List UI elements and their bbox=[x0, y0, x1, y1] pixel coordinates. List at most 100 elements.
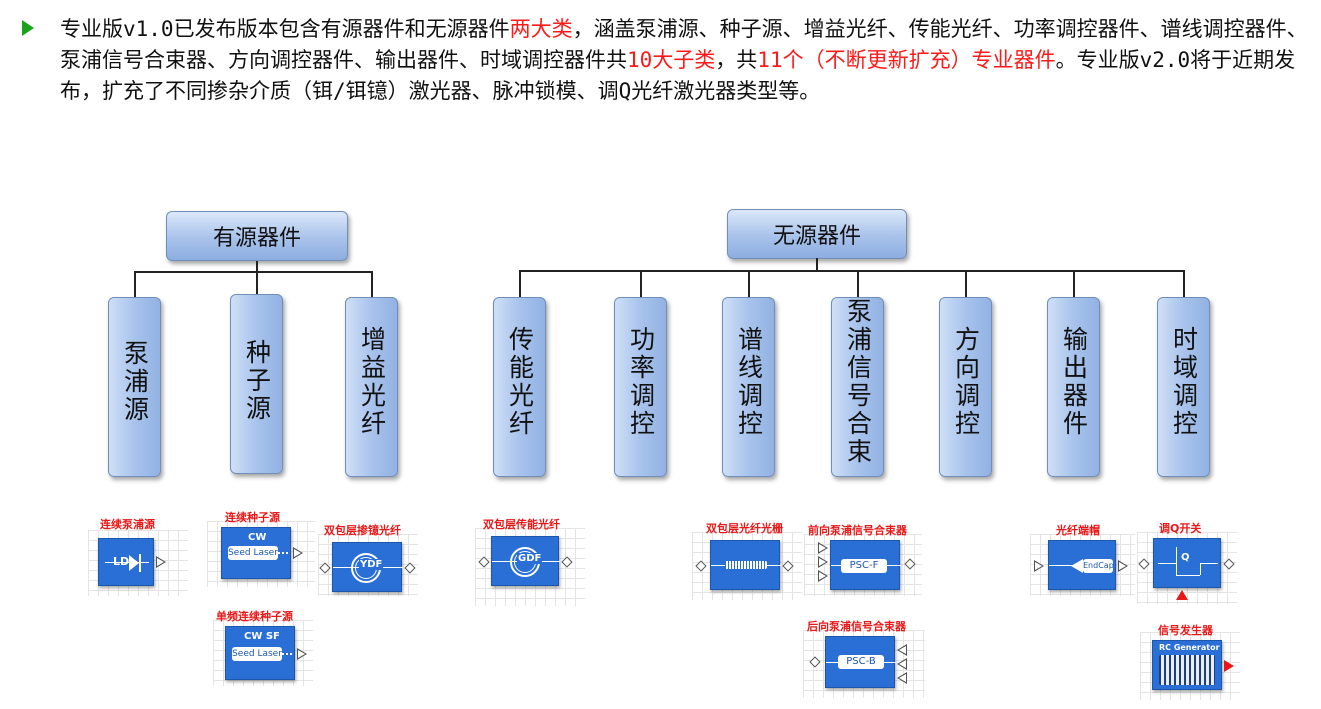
subcategory-pump-signal-combiner: 泵浦信号合束 bbox=[831, 297, 884, 477]
psc-f-component[interactable]: 前向泵浦信号合束器 PSC-F bbox=[804, 522, 922, 596]
cw-pump-component[interactable]: 连续泵浦源 LD bbox=[88, 516, 188, 596]
wire-line bbox=[105, 562, 149, 563]
subcategory-label: 泵浦源 bbox=[120, 340, 150, 424]
switch-bar bbox=[1200, 563, 1201, 575]
component-body: CW SF Seed Laser bbox=[225, 626, 295, 680]
switch-bar bbox=[1176, 547, 1177, 555]
intro-highlight: 两大类 bbox=[509, 17, 573, 41]
component-title: 信号发生器 bbox=[1158, 624, 1213, 637]
connector-line bbox=[519, 270, 521, 298]
component-body: EndCap bbox=[1048, 540, 1116, 590]
subcategory-label: 输出器件 bbox=[1059, 326, 1089, 438]
wire-line bbox=[1200, 563, 1218, 564]
psc-b-component[interactable]: 后向泵浦信号合束器 PSC-B bbox=[803, 618, 925, 698]
input-port-icon bbox=[1034, 560, 1044, 572]
component-title: 连续泵浦源 bbox=[100, 518, 155, 531]
component-pill: PSC-B bbox=[838, 655, 884, 669]
subcategory-label: 时域调控 bbox=[1169, 326, 1199, 438]
connector-line bbox=[965, 270, 967, 298]
component-text: Q bbox=[1181, 552, 1190, 563]
cw-seed-component[interactable]: 连续种子源 CW Seed Laser bbox=[207, 509, 315, 587]
subcategory-seed-source: 种子源 bbox=[230, 294, 283, 474]
output-port-icon bbox=[1224, 660, 1234, 672]
q-switch-component[interactable]: 调Q开关 Q bbox=[1137, 520, 1237, 604]
connector-line bbox=[256, 271, 258, 296]
subcategory-pump-source: 泵浦源 bbox=[108, 297, 161, 477]
trigger-port-icon bbox=[1176, 590, 1188, 600]
input-port-icon bbox=[818, 570, 828, 582]
grating-icon bbox=[725, 561, 767, 569]
subcategory-label: 种子源 bbox=[242, 339, 272, 423]
connector-line bbox=[134, 271, 372, 273]
ydf-component[interactable]: 双包层掺镱光纤 YDF bbox=[318, 522, 418, 596]
connector-line bbox=[748, 270, 750, 298]
component-body bbox=[710, 540, 781, 590]
connector-line bbox=[256, 261, 258, 272]
connector-line bbox=[1073, 270, 1075, 298]
wire-line bbox=[1176, 575, 1200, 576]
intro-text: 专业版v1.0已发布版本包含有源器件和无源器件 bbox=[60, 17, 510, 41]
subcategory-spectral-control: 谱线调控 bbox=[722, 297, 775, 477]
component-body: RC Generator bbox=[1152, 640, 1222, 690]
component-text: RC Generator bbox=[1159, 643, 1220, 652]
subcategory-label: 方向调控 bbox=[951, 326, 981, 438]
subcategory-temporal-control: 时域调控 bbox=[1157, 297, 1210, 477]
component-pill: EndCap bbox=[1083, 559, 1114, 573]
intro-highlight: 11个（不断更新扩充）专业器件 bbox=[757, 48, 1056, 72]
wire-line bbox=[278, 552, 288, 554]
component-body: YDF bbox=[332, 542, 403, 592]
connector-line bbox=[1183, 270, 1185, 298]
component-body: LD bbox=[98, 538, 154, 586]
component-text: GDF bbox=[517, 553, 543, 564]
component-title: 后向泵浦信号合束器 bbox=[807, 620, 906, 633]
component-body: GDF bbox=[491, 536, 560, 586]
gdf-component[interactable]: 双包层传能光纤 GDF bbox=[475, 516, 585, 606]
intro-text: ，共 bbox=[715, 48, 758, 72]
waveform-icon bbox=[1159, 655, 1215, 685]
component-title: 光纤端帽 bbox=[1056, 524, 1100, 537]
subcategory-label: 功率调控 bbox=[626, 326, 656, 438]
output-port-icon bbox=[297, 648, 307, 660]
connector-line bbox=[134, 271, 136, 298]
switch-bar bbox=[1176, 555, 1177, 575]
endcap-taper-icon bbox=[1071, 559, 1083, 573]
intro-paragraph: 专业版v1.0已发布版本包含有源器件和无源器件两大类，涵盖泵浦源、种子源、增益光… bbox=[60, 14, 1310, 107]
output-port-icon bbox=[293, 547, 303, 559]
output-port-icon bbox=[156, 556, 166, 568]
intro-highlight: 10大子类 bbox=[627, 48, 716, 72]
component-text: CW SF bbox=[244, 631, 280, 642]
subcategory-label: 泵浦信号合束 bbox=[843, 298, 873, 466]
component-title: 前向泵浦信号合束器 bbox=[808, 524, 907, 537]
component-title: 连续种子源 bbox=[225, 511, 280, 524]
component-title: 双包层传能光纤 bbox=[483, 518, 560, 531]
wire-line bbox=[1049, 565, 1083, 566]
connector-line bbox=[371, 271, 373, 298]
subcategory-direction-control: 方向调控 bbox=[939, 297, 992, 477]
wire-line bbox=[282, 653, 292, 655]
rc-generator-component[interactable]: 信号发生器 RC Generator bbox=[1140, 620, 1240, 700]
intro-text: 。专业版v2.0将于近期发布，扩充了不同掺杂介质（铒/铒镱）激光器、脉冲锁模、调… bbox=[60, 48, 1296, 103]
category-label: 有源器件 bbox=[212, 226, 301, 251]
endcap-component[interactable]: 光纤端帽 EndCap bbox=[1030, 522, 1135, 596]
component-body: PSC-B bbox=[825, 636, 896, 688]
component-text: CW bbox=[248, 532, 267, 543]
connector-line bbox=[857, 270, 859, 298]
output-port-icon bbox=[1118, 560, 1128, 572]
connector-line bbox=[816, 258, 818, 271]
diode-bar bbox=[139, 554, 141, 572]
component-pill: Seed Laser bbox=[228, 546, 278, 560]
connector-line bbox=[640, 270, 642, 298]
subcategory-power-control: 功率调控 bbox=[614, 297, 667, 477]
fbg-component[interactable]: 双包层光纤光栅 bbox=[692, 520, 802, 600]
component-title: 双包层掺镱光纤 bbox=[324, 524, 401, 537]
component-body: CW Seed Laser bbox=[221, 527, 291, 579]
wire-line bbox=[1158, 563, 1176, 564]
component-body: PSC-F bbox=[830, 540, 901, 590]
arrow-bullet-icon bbox=[22, 20, 34, 36]
subcategory-label: 增益光纤 bbox=[357, 326, 387, 438]
component-text: LD bbox=[113, 555, 130, 568]
sf-seed-component[interactable]: 单频连续种子源 CW SF Seed Laser bbox=[213, 608, 313, 686]
component-pill: Seed Laser bbox=[232, 647, 282, 661]
component-title: 双包层光纤光栅 bbox=[706, 522, 783, 535]
input-port-icon bbox=[818, 542, 828, 554]
